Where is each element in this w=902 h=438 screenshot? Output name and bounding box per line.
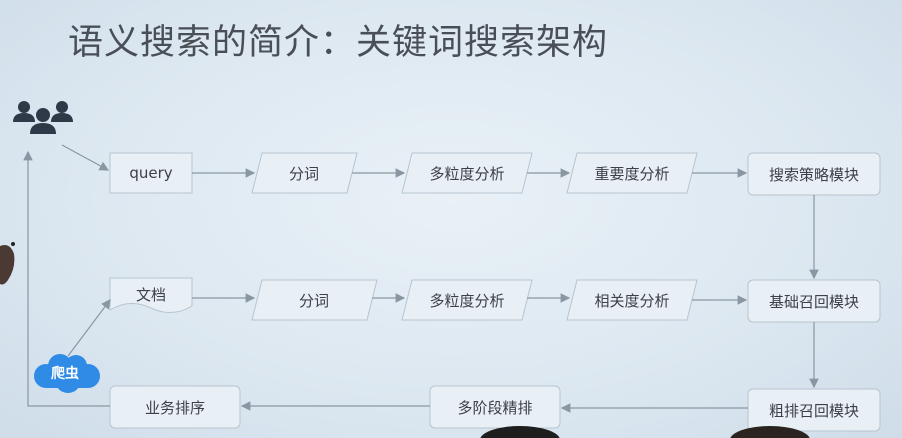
strategy-box <box>747 152 881 196</box>
importance-para <box>566 152 698 194</box>
cloud-icon <box>34 354 100 393</box>
multigrain-para-1 <box>401 152 533 194</box>
multigrain-para-2 <box>401 279 533 321</box>
users-group-icon <box>13 101 73 134</box>
doc-shape <box>109 277 193 313</box>
page-title: 语义搜索的简介：关键词搜索架构 <box>68 23 609 63</box>
audience-heads <box>480 426 810 438</box>
seg-para-2 <box>251 279 378 321</box>
presenter-hand <box>0 242 15 285</box>
crawler-label: 爬虫 <box>51 366 79 382</box>
base-recall-box <box>747 279 881 323</box>
seg-para-1 <box>251 152 358 194</box>
fine-box <box>429 385 561 429</box>
business-box <box>109 385 241 429</box>
coarse-box <box>747 388 881 432</box>
relevance-para <box>566 279 698 321</box>
query-box <box>109 152 193 194</box>
